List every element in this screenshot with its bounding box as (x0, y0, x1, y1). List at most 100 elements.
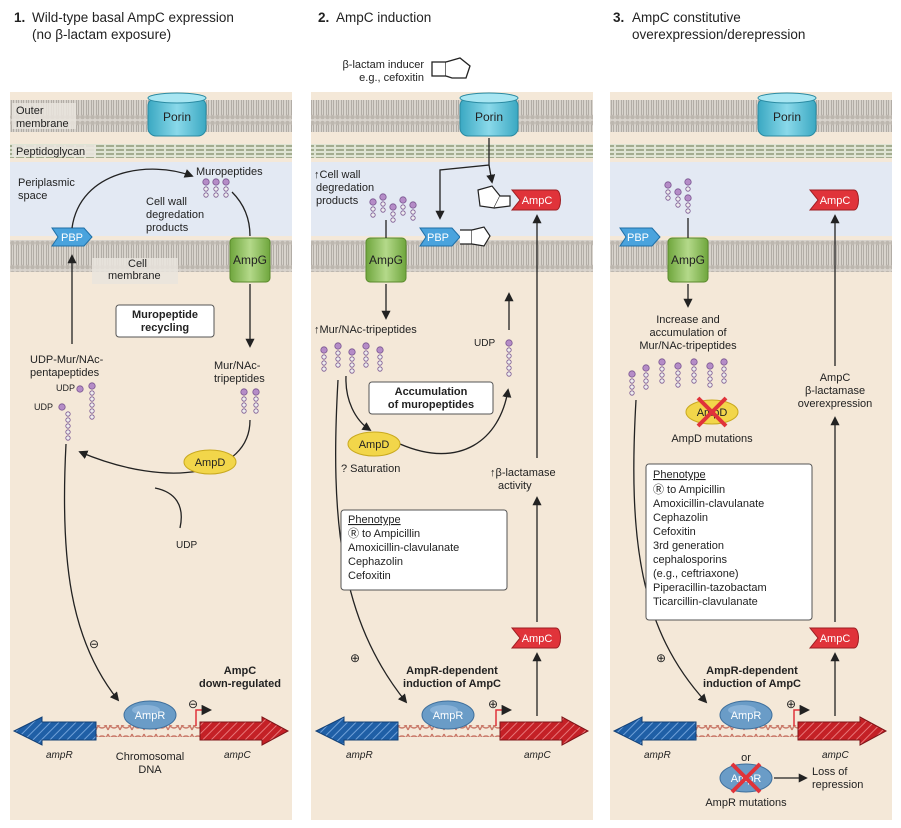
ampg-icon: AmpG (667, 237, 709, 283)
tripeptide-cluster (628, 358, 728, 396)
phenotype-line-1: Ⓡ to Ampicillin (348, 527, 420, 540)
inducer-line-2: e.g., cefoxitin (359, 72, 424, 84)
panel-2-background (311, 92, 593, 820)
accumulation-line-2: of muropeptides (388, 399, 474, 411)
pbp-label: PBP (61, 232, 83, 244)
ampc-gene-arrow (797, 716, 888, 746)
ampc-gene-arrow (499, 716, 590, 746)
positive-regulation-sign-2: ⊕ (488, 697, 498, 711)
increase-line-3: Mur/NAc-tripeptides (639, 340, 737, 352)
positive-regulation-sign: ⊕ (350, 651, 360, 665)
muropeptide-cluster (202, 178, 230, 198)
tripeptides-line-1: Mur/NAc- (214, 360, 261, 372)
beta-lactam-molecule-icon (431, 57, 471, 79)
ampr-icon: AmpR (123, 700, 177, 730)
periplasmic-space-line-2: space (18, 190, 47, 202)
phenotype-line-1: Ⓡ to Ampicillin (653, 483, 725, 496)
phenotype-line-7: (e.g., ceftriaxone) (653, 568, 739, 580)
induction-line-1: AmpR-dependent (706, 665, 798, 677)
muropeptides-label: Muropeptides (196, 166, 263, 178)
saturation-label: ? Saturation (341, 463, 400, 475)
muropeptide-cluster (664, 178, 692, 214)
chromosomal-dna-line-2: DNA (138, 764, 162, 776)
negative-regulation-sign: ⊖ (89, 637, 99, 651)
induction-line-2: induction of AmpC (403, 678, 501, 690)
positive-regulation-sign: ⊕ (656, 651, 666, 665)
tripeptides-line-2: tripeptides (214, 373, 265, 385)
ampr-mutations-label: AmpR mutations (705, 797, 787, 809)
ampr-label: AmpR (433, 710, 464, 722)
overexp-line-2: β-lactamase (805, 385, 865, 397)
recycling-line-2: recycling (141, 322, 189, 334)
tripeptides-label: ↑Mur/NAc-tripeptides (314, 324, 417, 336)
ampd-icon: AmpD (183, 449, 237, 475)
negative-regulation-sign-2: ⊖ (188, 697, 198, 711)
overexp-line-1: AmpC (820, 372, 851, 384)
porin-icon: Porin (147, 92, 207, 137)
ampr-icon: AmpR (719, 700, 773, 730)
panel-3-title-line-2: overexpression/derepression (632, 27, 805, 42)
ampd-icon: AmpD (347, 431, 401, 457)
ampd-label: AmpD (195, 457, 226, 469)
cell-wall-line-1: Cell wall (146, 196, 187, 208)
phenotype-title: Phenotype (348, 514, 401, 526)
phenotype-line-4: Cefoxitin (348, 570, 391, 582)
ampd-label: AmpD (359, 439, 390, 451)
cell-wall-line-2: degredation (316, 182, 374, 194)
pbp-label: PBP (627, 232, 649, 244)
ampc-top-label: AmpC (522, 195, 553, 207)
udp-label-3: UDP (176, 540, 197, 551)
cell-wall-line-3: products (146, 222, 189, 234)
increase-line-1: Increase and (656, 314, 720, 326)
phenotype-line-9: Ticarcillin-clavulanate (653, 596, 758, 608)
panel-1-header: 1. Wild-type basal AmpC expression (no β… (14, 10, 234, 42)
panel-3-background (610, 92, 892, 820)
phenotype-box (340, 509, 508, 591)
panel-2-header: 2. AmpC induction (318, 10, 431, 25)
gene-ampc-label: ampC (822, 750, 849, 761)
ampd-mutated-icon: AmpD (685, 396, 739, 428)
loss-line-2: repression (812, 779, 863, 791)
accumulation-line-1: Accumulation (395, 386, 468, 398)
panel-1-title-line-1: Wild-type basal AmpC expression (32, 10, 234, 25)
ampc-gene-arrow (199, 716, 290, 746)
ampr-mutated-icon: AmpR (719, 762, 773, 794)
ampc-enzyme-icon-lower: AmpC (510, 627, 561, 649)
panel-2-number: 2. (318, 10, 329, 25)
phenotype-title: Phenotype (653, 469, 706, 481)
downregulated-line-1: AmpC (224, 665, 256, 677)
muropeptide-cluster (369, 193, 417, 223)
porin-icon: Porin (459, 92, 519, 137)
udp-label: UDP (474, 338, 495, 349)
or-label: or (741, 752, 751, 764)
ampg-icon: AmpG (229, 237, 271, 283)
dna-strand (692, 725, 810, 737)
phenotype-line-2: Amoxicillin-clavulanate (348, 542, 459, 554)
panel-3-number: 3. (613, 10, 624, 25)
phenotype-line-6: cephalosporins (653, 554, 727, 566)
phenotype-line-8: Piperacillin-tazobactam (653, 582, 767, 594)
panel-1-title-line-2: (no β-lactam exposure) (32, 27, 171, 42)
pbp-icon: PBP (419, 227, 461, 247)
phenotype-line-2: Amoxicillin-clavulanate (653, 498, 764, 510)
pbp-label: PBP (427, 232, 449, 244)
gene-ampr-label: ampR (46, 750, 73, 761)
dna-strand (394, 725, 512, 737)
recycling-line-1: Muropeptide (132, 309, 198, 321)
ampc-bottom-label: AmpC (820, 633, 851, 645)
promoter-arrow (195, 704, 213, 726)
panel-3-header: 3. AmpC constitutive overexpression/dere… (613, 10, 805, 42)
ampc-enzyme-icon: AmpC (808, 189, 859, 211)
pbp-icon: PBP (51, 227, 93, 247)
blactamase-line-2: activity (498, 480, 532, 492)
panel-3: Porin PBP AmpC AmpG Increase and accumul… (612, 92, 888, 809)
panel-1: Outer membrane Peptidoglycan Periplasmic… (12, 92, 290, 776)
cell-membrane-line-1: Cell (128, 258, 147, 270)
panel-3-title-line-1: AmpC constitutive (632, 10, 741, 25)
udp-label-1: UDP (56, 383, 75, 393)
ampc-bottom-label: AmpC (522, 633, 553, 645)
cell-wall-line-2: degredation (146, 209, 204, 221)
chromosomal-dna-line-1: Chromosomal (116, 751, 184, 763)
ampd-mutations-label: AmpD mutations (671, 433, 753, 445)
